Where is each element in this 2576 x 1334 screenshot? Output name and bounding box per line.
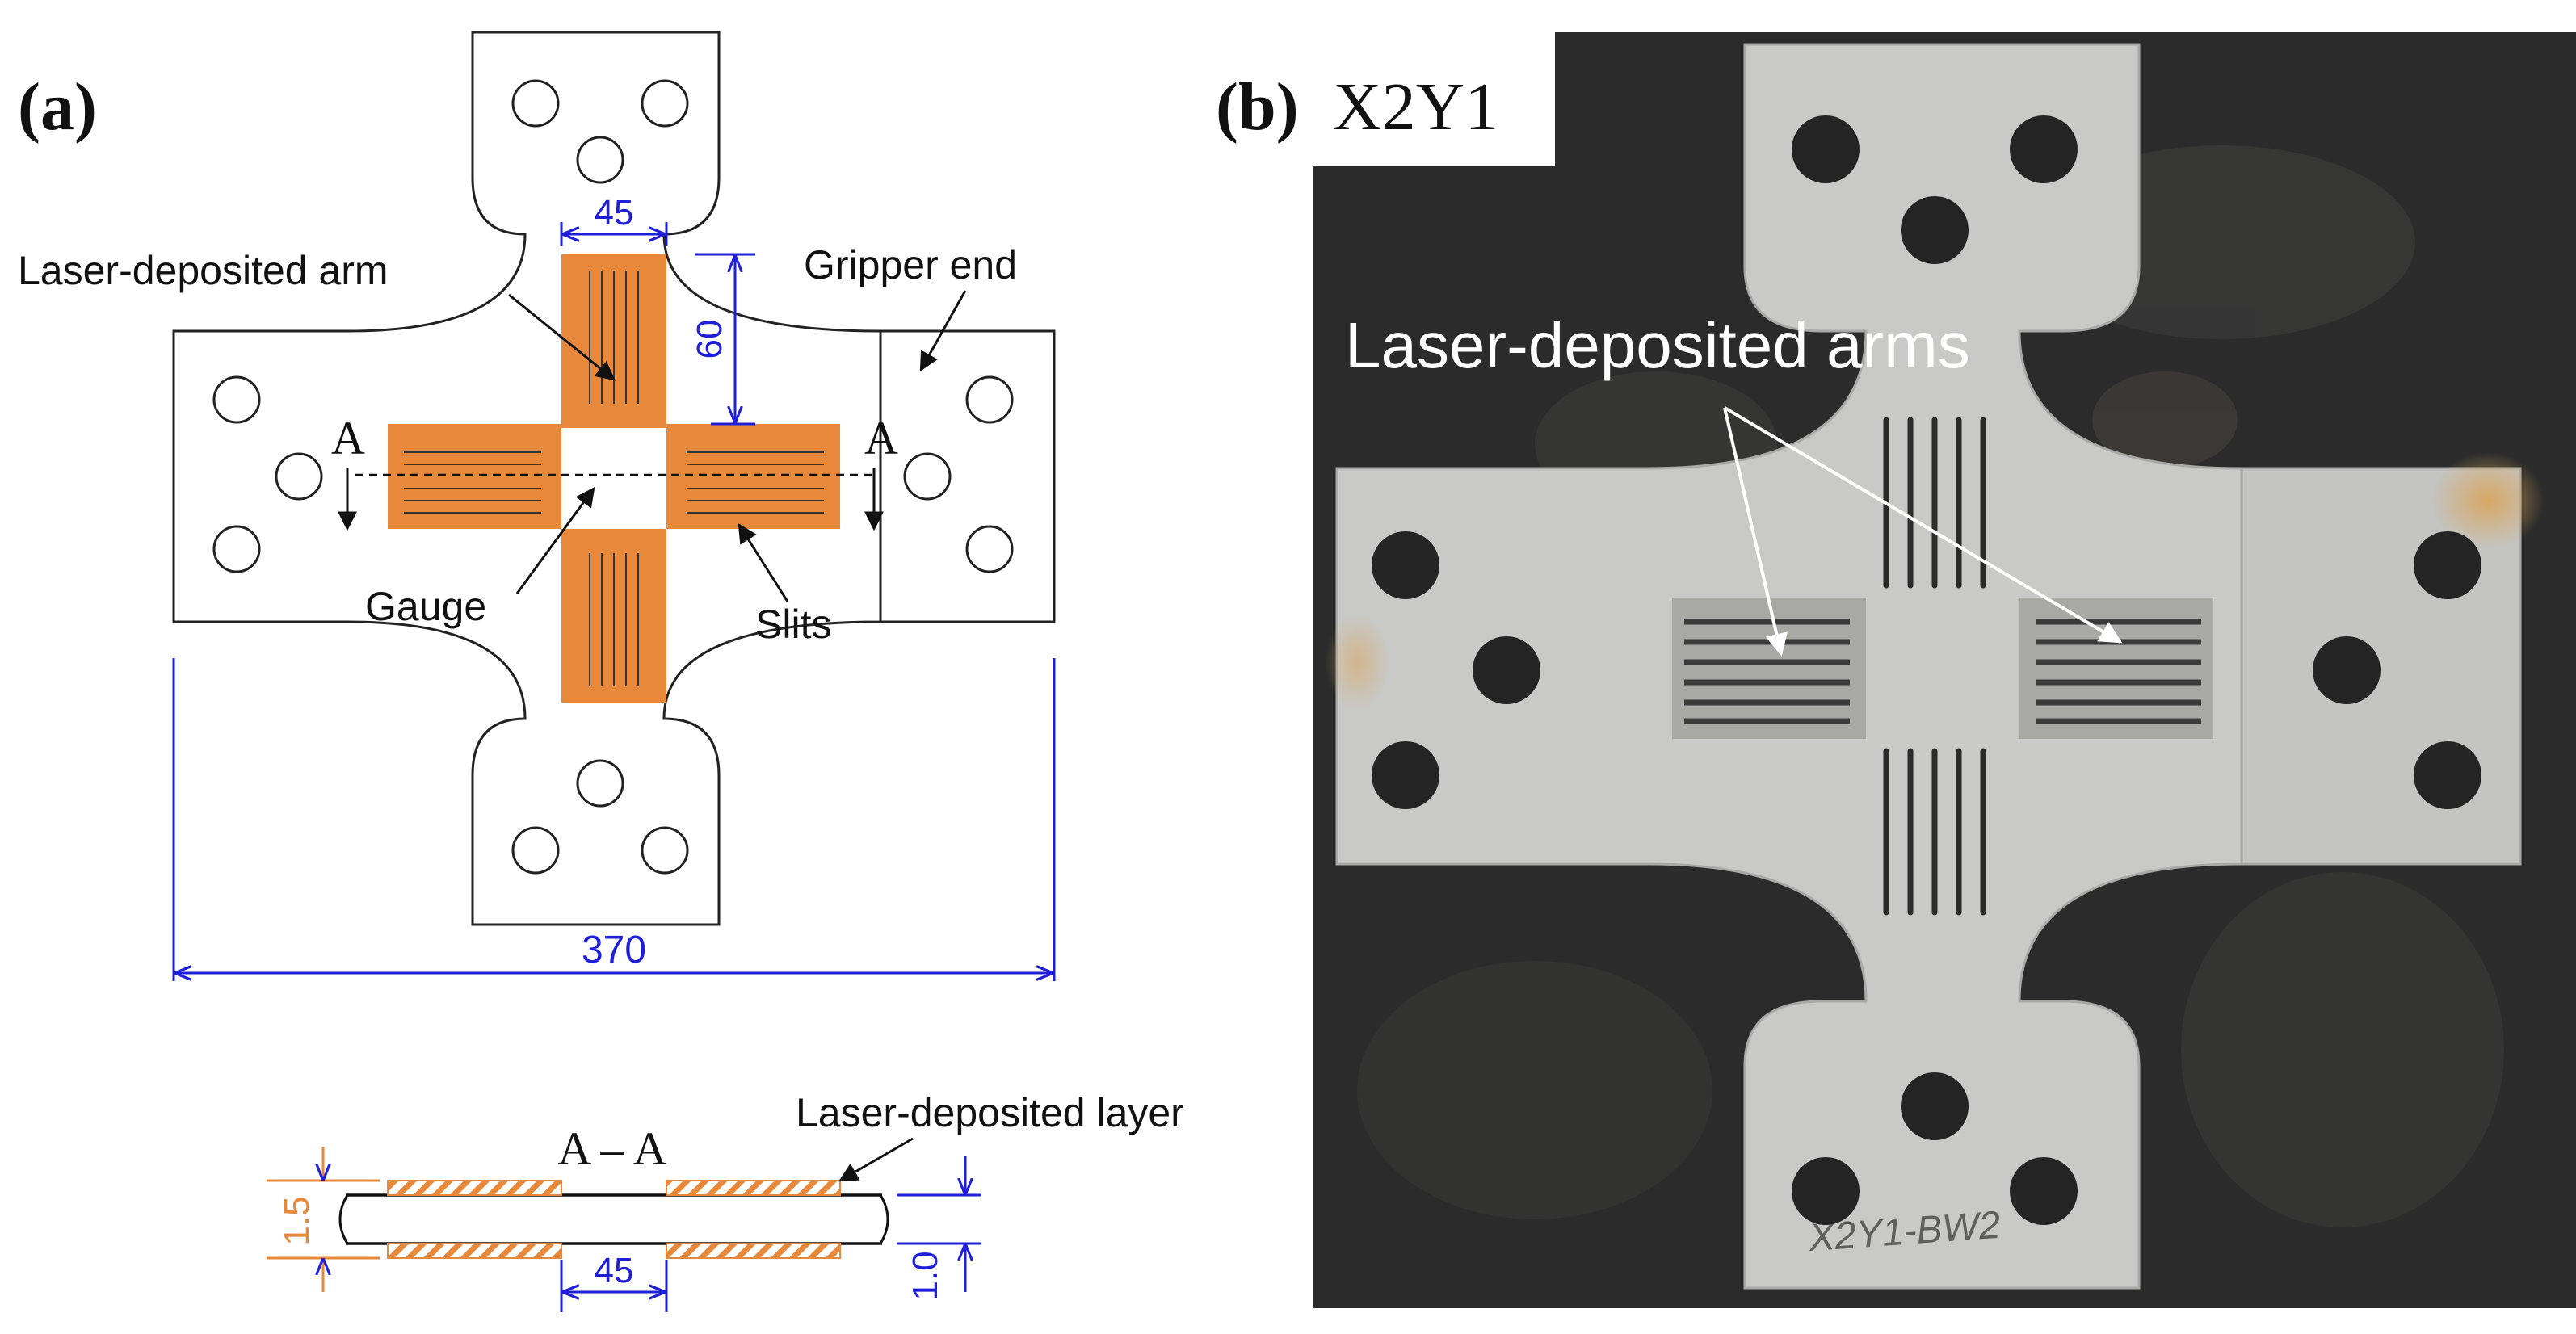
panel-a: (a) [18,31,1184,1312]
dim-arm-length-label: 60 [690,320,729,359]
callout-gripper-arrow [919,290,967,372]
layer-top-right [666,1180,841,1196]
photo-arm-left [1672,598,1866,739]
dim-overall-label: 370 [582,929,646,971]
hole [576,759,624,808]
hole [1372,741,1439,809]
callout-layer-arrow [838,1137,914,1182]
hole [903,452,952,501]
callout-slits-arrow [738,522,789,602]
callout-gauge-arrow [515,487,595,594]
section-plate [343,1195,885,1244]
hole [2010,115,2078,183]
panel-b: X2Y1-BW2 (b) X2Y1 Laser-deposited arms [1212,32,2576,1308]
hole [965,375,1014,424]
hole [576,136,624,184]
hole [1792,1157,1860,1225]
layer-bot-left [387,1243,562,1259]
callout-arm-arrow [508,293,616,381]
gripper-holes [212,79,1014,875]
hole [2414,531,2481,599]
hole [1792,115,1860,183]
dim-gap: 45 [560,1251,668,1312]
rust-stain [1325,614,1389,711]
callout-arm: Laser-deposited arm [18,248,389,293]
dim-thickness-total: 1.5 [267,1147,380,1292]
photo-deposited-arms [1672,417,2213,916]
dim-arm-width: 45 [560,193,668,246]
rust-stain [2431,452,2544,549]
photo-callout-arrow-left [1723,407,1788,657]
panel-b-label: (b) [1216,69,1299,145]
dim-thickness-plate: 1.0 [897,1156,981,1301]
slits [404,271,824,686]
photo-callout-arrow-right [1723,406,2123,644]
section-marker-right: A [864,412,898,464]
specimen-id: X2Y1 [1333,69,1498,145]
section-deposit-layers [387,1180,841,1259]
panel-a-label: (a) [18,69,97,145]
hole [511,826,560,875]
dim-overall: 370 [172,658,1056,981]
dim-arm-length: 60 [690,253,755,426]
section-marker-left: A [331,412,365,464]
dim-arm-width-label: 45 [595,193,634,233]
gauge-area [561,428,666,529]
arm-left [388,424,561,529]
hole [275,452,323,501]
hole [1901,1072,1969,1140]
callout-layer: Laser-deposited layer [796,1090,1184,1135]
hole [1473,636,1540,704]
hole [2313,636,2381,704]
callout-gauge: Gauge [365,584,486,629]
section-title: A – A [557,1122,666,1175]
arm-right [666,424,840,529]
hole [641,79,689,128]
dim-gap-label: 45 [595,1251,634,1290]
photo-callout: Laser-deposited arms [1345,309,1970,381]
hole [212,375,261,424]
photo-holes [1372,115,2481,1225]
section-view: A – A Laser-deposited layer [267,1090,1184,1312]
hole [1372,531,1439,599]
dim-thickness-total-label: 1.5 [277,1196,317,1245]
hole [641,826,689,875]
right-gripper-outline [880,329,1056,623]
layer-top-left [387,1180,562,1196]
callout-gripper: Gripper end [804,242,1017,287]
hole [511,79,560,128]
deposited-cross [388,254,840,703]
hole [2414,741,2481,809]
hole [1901,196,1969,264]
hole [965,525,1014,573]
layer-bot-right [666,1243,841,1259]
callout-slits: Slits [755,602,831,647]
hole [212,525,261,573]
dim-thickness-plate-label: 1.0 [906,1251,945,1300]
panel-b-label-box [1212,32,1555,166]
photo-arm-right [2019,598,2213,739]
hole [2010,1157,2078,1225]
